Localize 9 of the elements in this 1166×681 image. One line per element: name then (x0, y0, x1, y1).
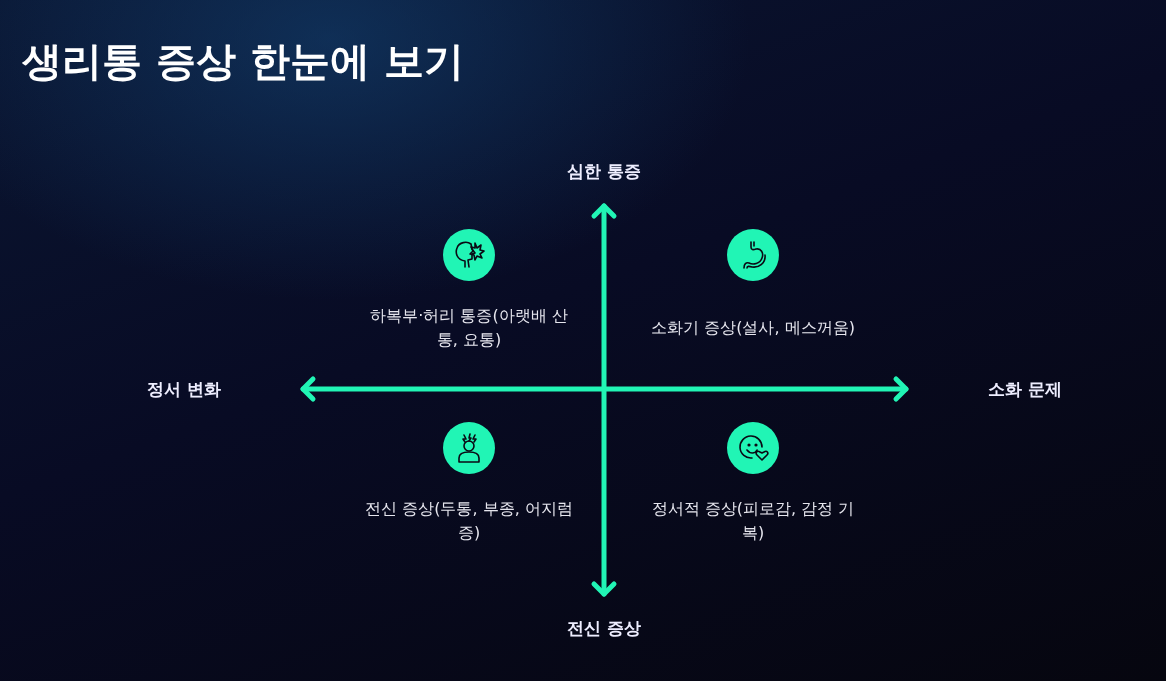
axis-label: 정서 변화 (147, 377, 221, 401)
axis-label: 소화 문제 (988, 377, 1062, 401)
symptom-label: 전신 증상(두통, 부종, 어지럼증) (364, 498, 574, 544)
axis-label: 심한 통증 (567, 159, 641, 183)
symptom-label: 하복부·허리 통증(아랫배 산통, 요통) (369, 305, 569, 351)
symptom-label: 소화기 증상(설사, 메스꺼움) (650, 317, 856, 339)
title: 생리통 증상 한눈에 보기 (22, 37, 464, 86)
axis-label: 전신 증상 (567, 616, 641, 640)
symptom-label: 정서적 증상(피로감, 감정 기복) (650, 498, 856, 544)
